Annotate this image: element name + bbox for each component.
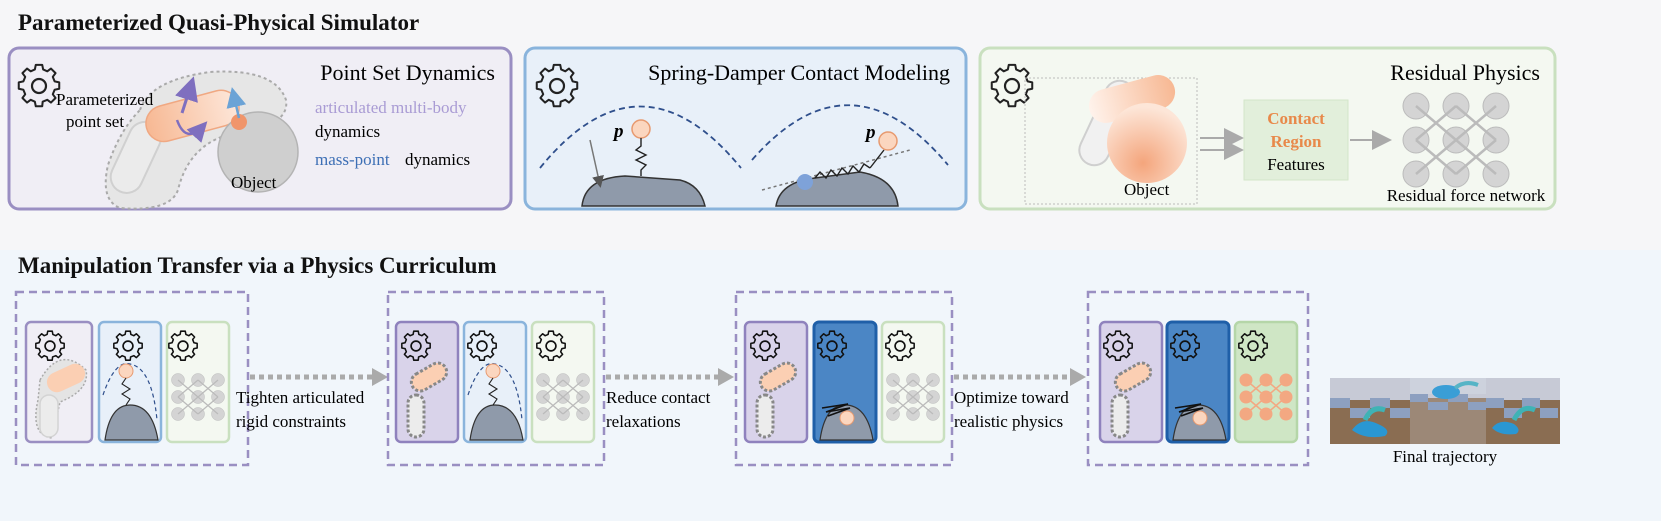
object-sphere bbox=[217, 111, 299, 193]
step1-line1: Tighten articulated bbox=[236, 388, 365, 407]
stage-4 bbox=[1086, 290, 1310, 467]
step3-line2: realistic physics bbox=[954, 412, 1063, 431]
feature-line1: Contact bbox=[1267, 109, 1325, 128]
neural-network-icon bbox=[1401, 91, 1511, 189]
legend-articulated-1: articulated multi-body bbox=[315, 98, 467, 117]
spring bbox=[634, 138, 648, 176]
feature-line2: Region bbox=[1271, 132, 1323, 151]
spring-damper-title: Spring-Damper Contact Modeling bbox=[648, 60, 950, 85]
step2-line1: Reduce contact bbox=[606, 388, 711, 407]
point-set-title: Point Set Dynamics bbox=[320, 60, 495, 85]
stage-2 bbox=[386, 290, 606, 467]
region-box bbox=[1024, 77, 1198, 205]
finger-upper bbox=[1088, 75, 1176, 123]
panel-residual-physics: Residual Physics Object Contact Region F… bbox=[978, 46, 1557, 211]
neural-network-icon bbox=[885, 372, 941, 422]
features-box bbox=[1243, 99, 1349, 181]
top-section-title: Parameterized Quasi-Physical Simulator bbox=[18, 10, 420, 35]
bottom-section-title: Manipulation Transfer via a Physics Curr… bbox=[18, 253, 497, 278]
contact-point bbox=[231, 114, 247, 130]
feature-line3: Features bbox=[1267, 155, 1325, 174]
render-object bbox=[1352, 421, 1388, 438]
arrow-icon bbox=[175, 76, 198, 114]
residual-object-label: Object bbox=[1124, 180, 1170, 199]
render-object bbox=[1432, 385, 1460, 399]
arrow-icon bbox=[226, 87, 247, 119]
mass-point bbox=[631, 119, 651, 139]
contact-point bbox=[797, 174, 813, 190]
panel-point-set-dynamics: Parameterized point set Object Point Set… bbox=[7, 46, 513, 211]
final-trajectory-renders bbox=[1330, 378, 1560, 444]
object-label: Object bbox=[231, 173, 277, 192]
mass-point bbox=[878, 131, 898, 151]
boundary-curve bbox=[539, 105, 742, 169]
p-symbol-left: p bbox=[612, 121, 624, 142]
render-object bbox=[1492, 421, 1519, 435]
panel-spring-damper: Spring-Damper Contact Modeling p p bbox=[523, 46, 968, 211]
boundary-curve bbox=[751, 104, 949, 166]
stage-1 bbox=[14, 290, 250, 467]
step1-line2: rigid constraints bbox=[236, 412, 346, 431]
arrow-icon bbox=[589, 139, 604, 188]
final-trajectory-label: Final trajectory bbox=[1393, 447, 1498, 466]
point-set-label-1: Parameterized bbox=[56, 90, 154, 109]
network-label: Residual force network bbox=[1387, 186, 1546, 205]
legend-masspoint-1: mass-point bbox=[315, 150, 390, 169]
legend-articulated-2: dynamics bbox=[315, 122, 380, 141]
spring bbox=[814, 163, 871, 180]
arrow-icon bbox=[175, 119, 208, 143]
legend-masspoint-2: dynamics bbox=[405, 150, 470, 169]
step2-line2: relaxations bbox=[606, 412, 681, 431]
object-sphere bbox=[1107, 103, 1187, 183]
step3-line1: Optimize toward bbox=[954, 388, 1069, 407]
neural-network-icon bbox=[535, 372, 591, 422]
ground-shape bbox=[581, 175, 706, 207]
point-set-label-2: point set bbox=[66, 112, 124, 131]
neural-network-icon bbox=[170, 372, 226, 422]
p-symbol-right: p bbox=[864, 122, 876, 143]
neural-network-icon bbox=[1239, 373, 1293, 421]
tangent-line bbox=[761, 149, 911, 191]
residual-title: Residual Physics bbox=[1390, 60, 1540, 85]
stage-3 bbox=[734, 290, 954, 467]
